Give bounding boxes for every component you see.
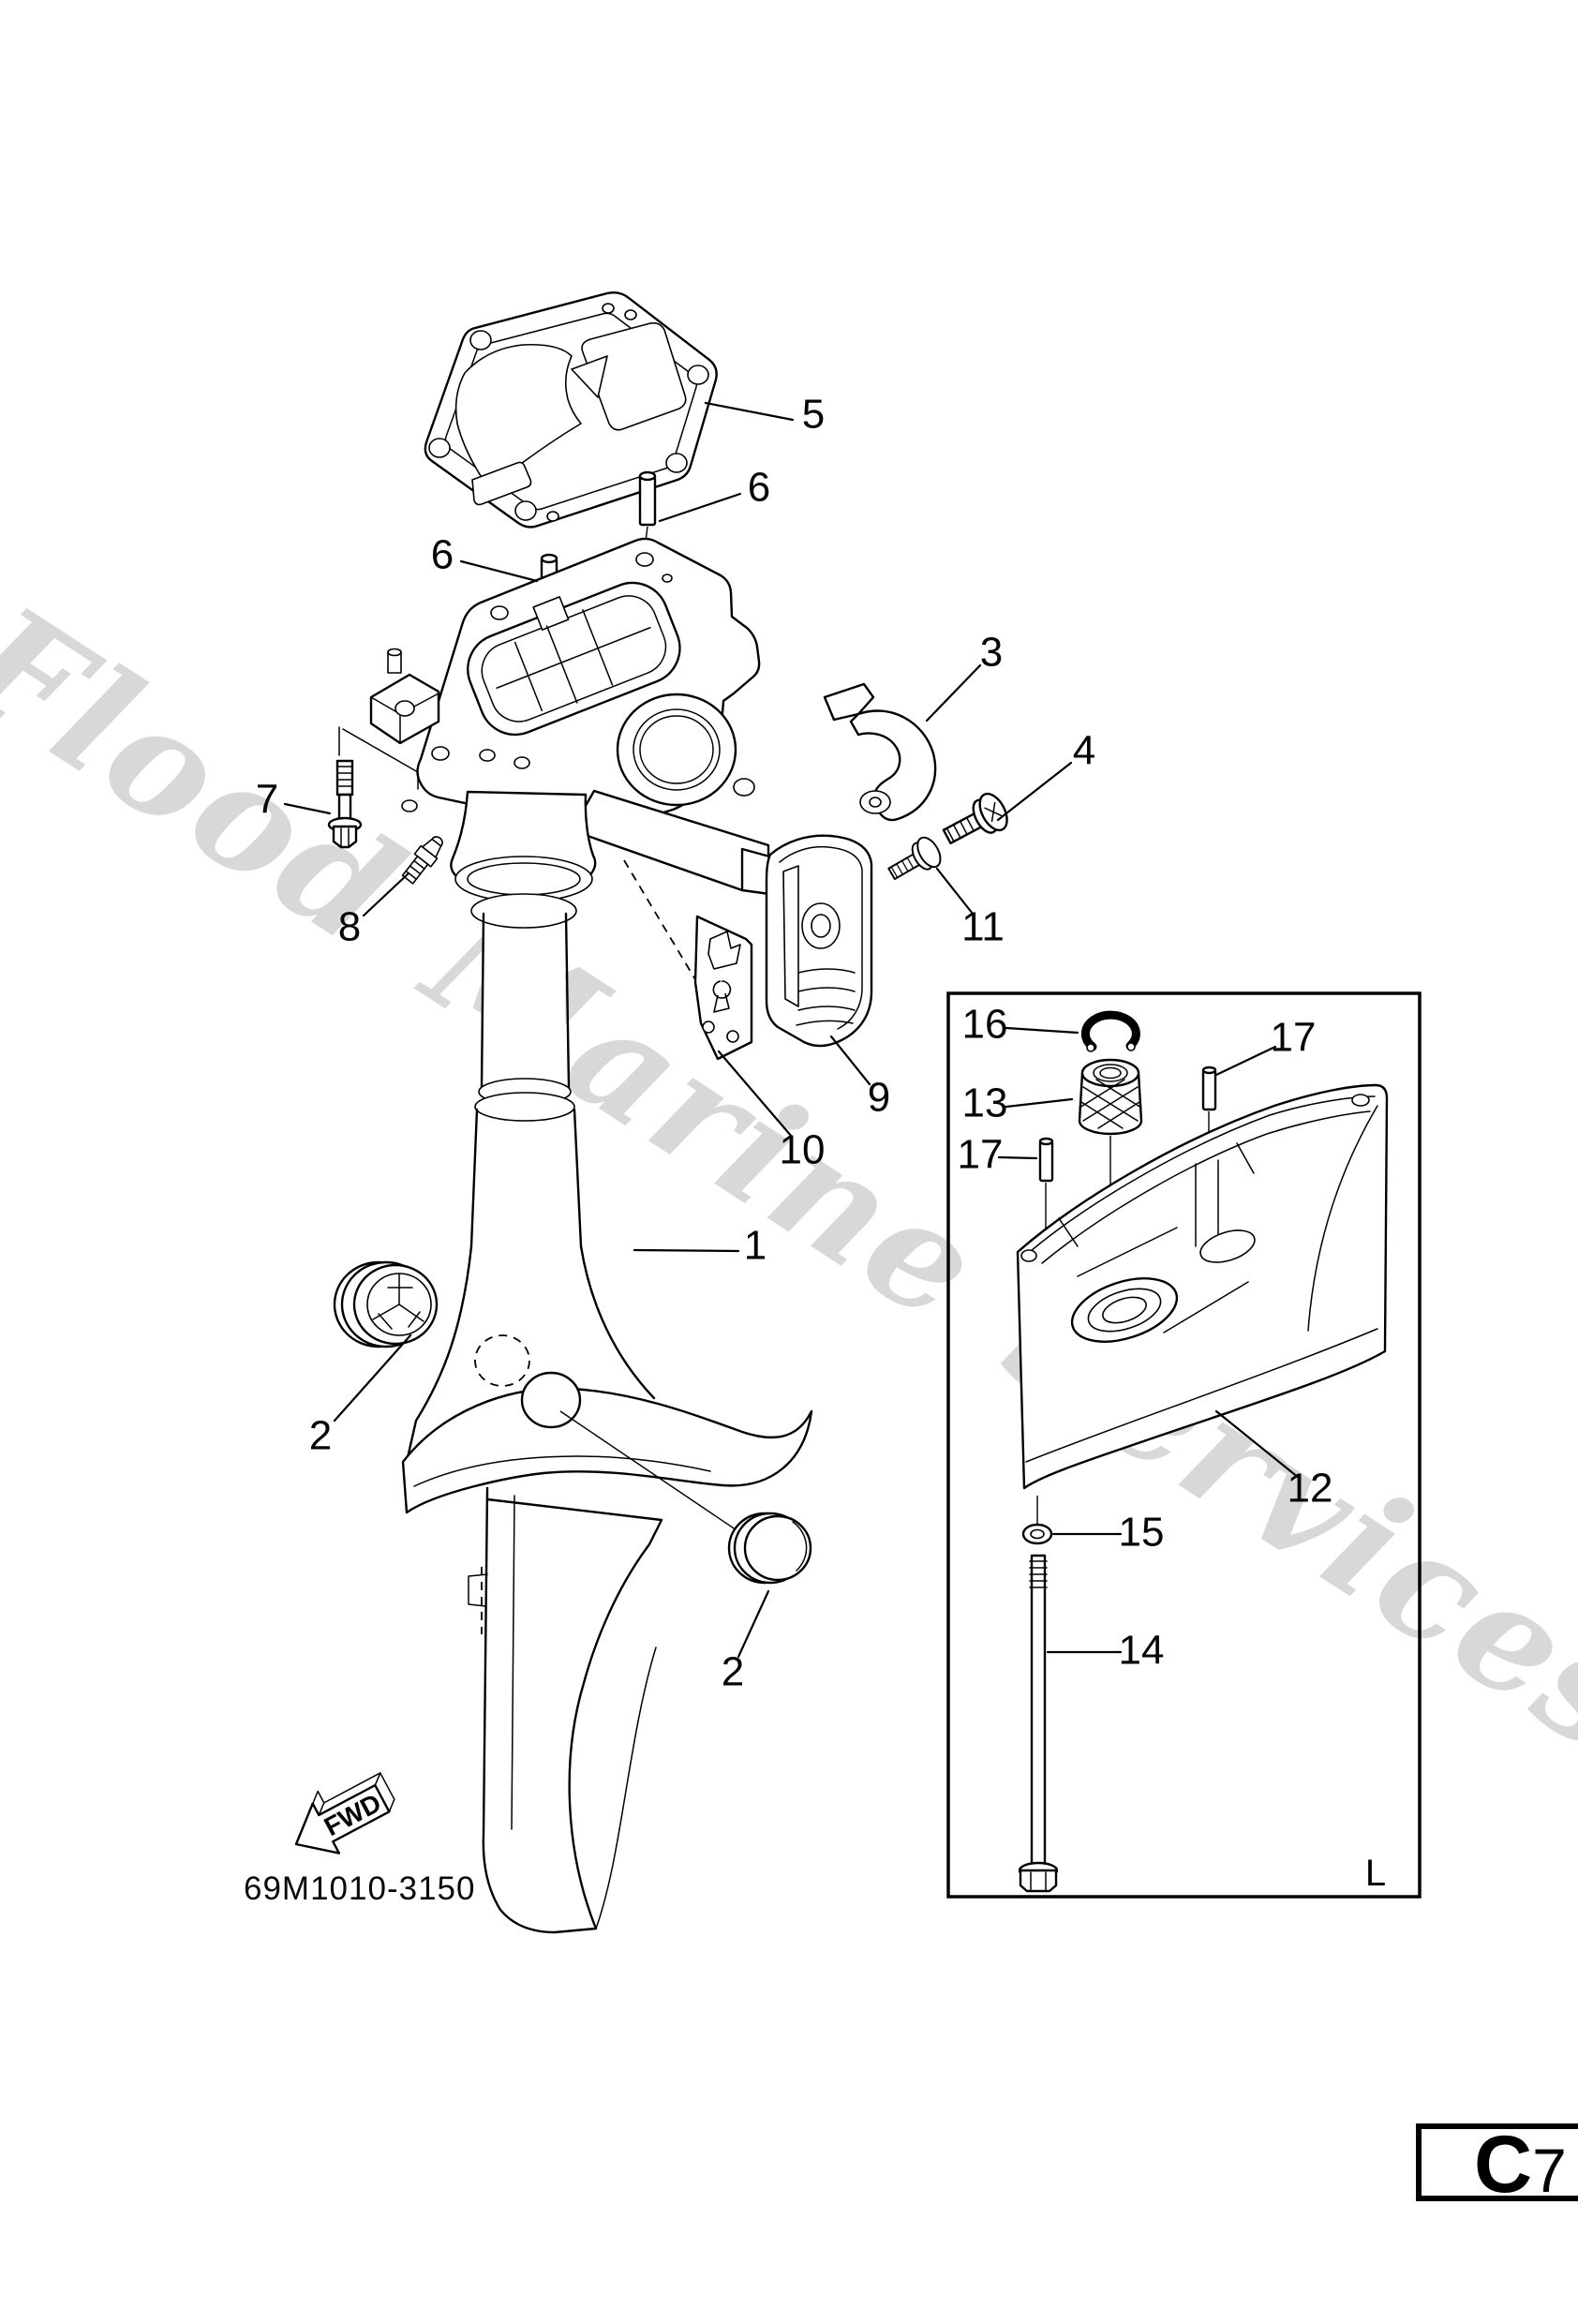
callout-6: 6 [748, 465, 770, 511]
gasket-part-5 [424, 290, 718, 529]
callout-4-leader [996, 761, 1073, 822]
callout-14: 14 [1119, 1628, 1165, 1674]
bolt-part-7 [327, 726, 419, 849]
callout-9-leader [829, 1035, 871, 1086]
plug-cap-part-2-left [333, 1260, 439, 1348]
screw-part-4 [942, 792, 1008, 845]
drawing-number: 69M1010-3150 [244, 1870, 476, 1907]
callout-6: 6 [431, 532, 454, 578]
callout-12-leader [1214, 1409, 1301, 1480]
callout-13: 13 [962, 1080, 1008, 1126]
circlip-part-16 [1080, 1010, 1140, 1052]
plug-cap-part-2-right [727, 1512, 812, 1585]
callout-2: 2 [309, 1413, 332, 1459]
bushing-part-13 [1078, 1058, 1143, 1310]
callout-12: 12 [1288, 1466, 1333, 1512]
grease-nipple-part-8 [401, 836, 443, 885]
lower-casing-part-12 [1016, 1083, 1389, 1490]
callout-17: 17 [958, 1132, 1004, 1178]
callout-1: 1 [744, 1223, 767, 1269]
callout-11-leader [935, 867, 975, 916]
clamp-part-3 [823, 682, 937, 822]
callout-10: 10 [780, 1127, 826, 1173]
callout-2-leader [333, 1333, 412, 1423]
callout-6-leader [459, 559, 539, 583]
callout-8: 8 [338, 904, 361, 950]
callout-3-leader [925, 663, 982, 723]
fwd-label: FWD [320, 1788, 386, 1841]
callout-1-leader [633, 1248, 740, 1253]
inset-size-label: L [1365, 1853, 1386, 1894]
callout-4: 4 [1073, 728, 1095, 774]
callout-7: 7 [256, 777, 278, 823]
callout-3: 3 [980, 630, 1003, 676]
callout-13-leader [1005, 1097, 1074, 1109]
callout-15: 15 [1119, 1510, 1165, 1556]
callout-17-leader [997, 1155, 1038, 1160]
inset-detail-box: L [946, 991, 1422, 1899]
callout-8-leader [362, 872, 410, 917]
callout-9: 9 [868, 1075, 890, 1121]
page-code-letter: C [1474, 2123, 1533, 2201]
inlet-cover-part-9 [765, 834, 873, 1048]
callout-5-leader [704, 401, 795, 422]
callout-16-leader [1005, 1026, 1079, 1035]
callout-16: 16 [962, 1002, 1008, 1048]
callout-2: 2 [722, 1649, 744, 1695]
callout-11: 11 [961, 904, 1005, 950]
callout-17-leader [1214, 1045, 1277, 1077]
callout-7-leader [283, 802, 332, 815]
callout-10-leader [717, 1050, 794, 1139]
page-code-number: 7 [1532, 2136, 1567, 2201]
washer-part-15 [1021, 1496, 1053, 1545]
callout-6-leader [658, 492, 742, 523]
callout-5: 5 [802, 392, 825, 438]
callout-2-leader [737, 1589, 770, 1659]
callout-17: 17 [1271, 1015, 1317, 1061]
plate-part-10 [623, 859, 753, 1061]
screw-part-11 [887, 836, 942, 881]
fwd-direction-arrow: FWD [294, 1772, 395, 1855]
bolt-part-14 [1018, 1554, 1059, 1893]
upper-casing-part-1 [369, 537, 813, 1934]
